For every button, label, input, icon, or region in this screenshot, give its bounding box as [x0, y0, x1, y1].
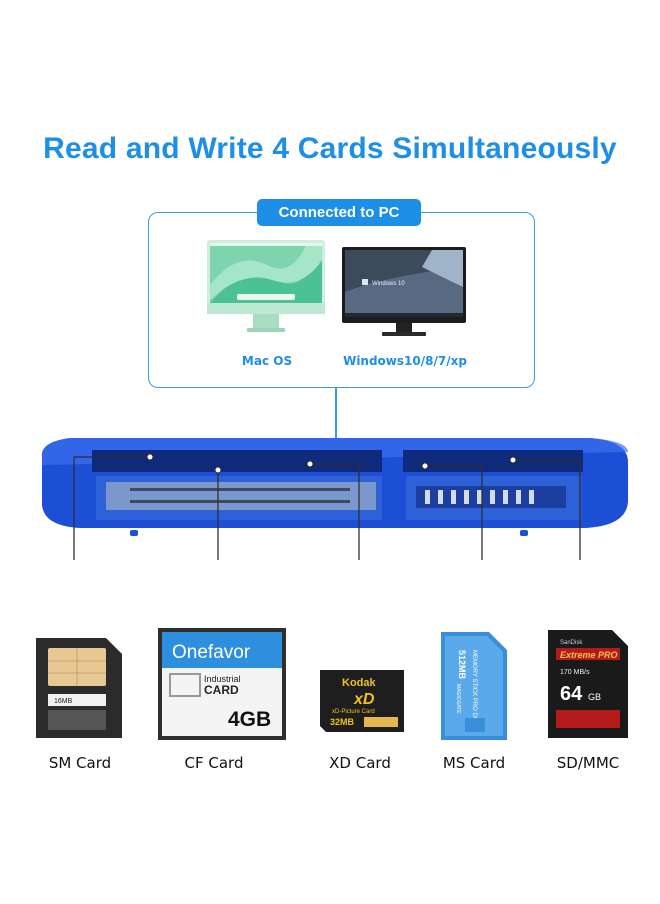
ms-text: MEMORY STICK PRO DUO — [471, 650, 477, 726]
card-reader-device — [41, 438, 628, 560]
xd-logo: xD — [353, 691, 375, 708]
xd-card-icon: Kodak xD xD-Picture Card 32MB — [320, 670, 404, 732]
cf-line2: CARD — [204, 683, 239, 697]
connector-line — [335, 387, 337, 439]
sd-speed: 170 MB/s — [560, 669, 590, 676]
cf-brand: Onefavor — [172, 642, 251, 663]
ms-card-label: MS Card — [442, 754, 506, 772]
sd-capacity: 64 — [560, 683, 583, 705]
xd-capacity: 32MB — [330, 717, 355, 727]
sm-card-text: 16MB — [54, 698, 73, 705]
windows-monitor-icon: Windows 10 — [342, 247, 466, 336]
imac-icon — [207, 240, 325, 332]
cf-card-icon: Onefavor Industrial CARD 4GB — [158, 628, 286, 740]
ms-capacity: 512MB — [457, 650, 467, 680]
xd-card-label: XD Card — [329, 754, 391, 772]
cf-line1: Industrial — [204, 674, 241, 684]
sd-card-label: SD/MMC — [556, 754, 620, 772]
ms-card-icon: 512MB MEMORY STICK PRO DUO MAGICGATE — [441, 632, 507, 740]
windows-label: Windows10/8/7/xp — [343, 354, 467, 368]
page-title: Read and Write 4 Cards Simultaneously — [43, 132, 617, 165]
cf-capacity: 4GB — [228, 708, 271, 731]
connected-to-pc-tag: Connected to PC — [257, 199, 421, 226]
xd-sub: xD-Picture Card — [332, 709, 375, 715]
mac-os-label: Mac OS — [241, 354, 293, 368]
ms-brand: MAGICGATE — [455, 684, 461, 714]
windows-screen-text: Windows 10 — [372, 281, 405, 287]
sm-card-icon: 16MB — [36, 638, 122, 738]
sd-unit: GB — [588, 692, 601, 702]
xd-brand: Kodak — [342, 677, 377, 689]
sd-brand: SanDisk — [560, 640, 583, 646]
sd-card-icon: SanDisk Extreme PRO 170 MB/s 64 GB — [548, 630, 628, 738]
sd-line1: Extreme PRO — [560, 650, 618, 660]
cf-card-label: CF Card — [184, 754, 244, 772]
sm-card-label: SM Card — [48, 754, 112, 772]
